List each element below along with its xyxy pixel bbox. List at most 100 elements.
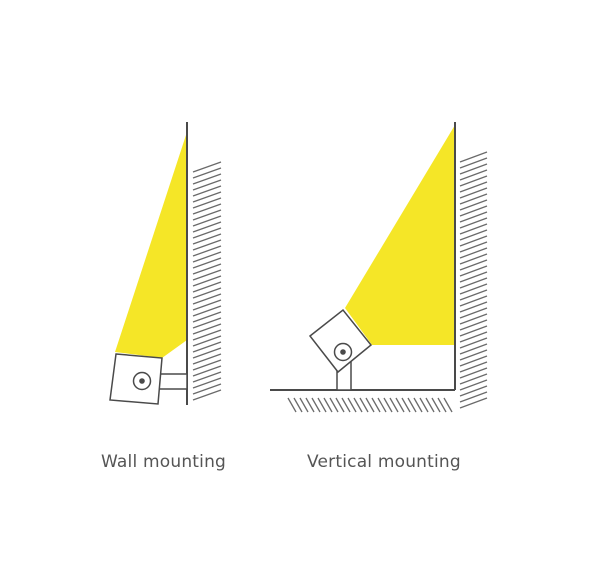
hatch-line xyxy=(192,353,222,365)
hatch-line xyxy=(192,341,222,353)
hatch-line xyxy=(335,397,345,413)
hatch-line xyxy=(459,307,488,319)
vertical-mounting-caption: Vertical mounting xyxy=(307,452,461,472)
hatch-line xyxy=(425,397,435,413)
hatch-line xyxy=(329,397,339,413)
hatch-line xyxy=(459,301,488,313)
hatch-line xyxy=(413,397,423,413)
hatch-line xyxy=(459,283,488,295)
vertical-light-beam xyxy=(345,125,455,345)
hatch-line xyxy=(383,397,393,413)
hatch-line xyxy=(401,397,411,413)
hatch-line xyxy=(459,229,488,241)
hatch-line xyxy=(459,271,488,283)
hatch-line xyxy=(459,205,488,217)
hatch-line xyxy=(192,167,222,179)
wall-mounting-caption: Wall mounting xyxy=(101,452,227,472)
hatch-line xyxy=(192,323,222,335)
hatch-line xyxy=(192,329,222,341)
wall-hatch xyxy=(192,161,222,401)
hatch-line xyxy=(192,263,222,275)
hatch-line xyxy=(459,211,488,223)
hatch-line xyxy=(192,257,222,269)
hatch-line xyxy=(459,169,488,181)
hatch-line xyxy=(459,151,488,163)
hatch-line xyxy=(287,397,297,413)
hatch-line xyxy=(459,265,488,277)
hatch-line xyxy=(192,299,222,311)
hatch-line xyxy=(192,215,222,227)
hatch-line xyxy=(299,397,309,413)
hatch-line xyxy=(192,389,222,401)
hatch-line xyxy=(459,253,488,265)
hatch-line xyxy=(359,397,369,413)
hatch-line xyxy=(305,397,315,413)
hatch-line xyxy=(437,397,447,413)
hatch-line xyxy=(192,191,222,203)
hatch-line xyxy=(371,397,381,413)
hatch-line xyxy=(192,251,222,263)
hatch-line xyxy=(192,233,222,245)
hatch-line xyxy=(192,203,222,215)
hatch-line xyxy=(192,317,222,329)
hatch-line xyxy=(192,173,222,185)
hatch-line xyxy=(192,281,222,293)
hatch-line xyxy=(192,275,222,287)
hatch-line xyxy=(459,241,488,253)
hatch-line xyxy=(459,337,488,349)
hatch-line xyxy=(317,397,327,413)
hatch-line xyxy=(192,371,222,383)
hatch-line xyxy=(365,397,375,413)
hatch-line xyxy=(192,227,222,239)
hatch-line xyxy=(192,185,222,197)
hatch-line xyxy=(192,239,222,251)
hatch-line xyxy=(419,397,429,413)
hatch-line xyxy=(459,217,488,229)
hatch-line xyxy=(192,305,222,317)
hatch-line xyxy=(192,245,222,257)
hatch-line xyxy=(459,259,488,271)
hatch-line xyxy=(459,235,488,247)
hatch-line xyxy=(459,355,488,367)
hatch-line xyxy=(192,221,222,233)
hatch-line xyxy=(459,295,488,307)
hatch-line xyxy=(459,223,488,235)
hatch-line xyxy=(459,163,488,175)
hatch-line xyxy=(459,385,488,397)
hatch-line xyxy=(459,289,488,301)
vertical-wall-hatch xyxy=(459,151,488,409)
floor-hatch xyxy=(287,397,453,413)
hatch-line xyxy=(293,397,303,413)
hatch-line xyxy=(323,397,333,413)
hatch-line xyxy=(459,349,488,361)
hatch-line xyxy=(459,175,488,187)
hatch-line xyxy=(459,361,488,373)
hatch-line xyxy=(353,397,363,413)
hatch-line xyxy=(347,397,357,413)
hatch-line xyxy=(192,311,222,323)
hatch-line xyxy=(192,293,222,305)
hatch-line xyxy=(192,197,222,209)
hatch-line xyxy=(311,397,321,413)
hatch-line xyxy=(192,335,222,347)
hatch-line xyxy=(192,179,222,191)
hatch-line xyxy=(459,277,488,289)
vertical-mounting-diagram xyxy=(270,122,488,413)
hatch-line xyxy=(459,379,488,391)
hatch-line xyxy=(459,391,488,403)
hatch-line xyxy=(192,269,222,281)
hatch-line xyxy=(192,209,222,221)
hatch-line xyxy=(389,397,399,413)
hatch-line xyxy=(459,373,488,385)
hatch-line xyxy=(459,157,488,169)
hatch-line xyxy=(192,287,222,299)
light-fixture-icon xyxy=(109,353,188,405)
hatch-line xyxy=(407,397,417,413)
light-fixture-icon xyxy=(308,308,373,391)
wall-light-beam xyxy=(115,132,187,358)
hatch-line xyxy=(459,343,488,355)
hatch-line xyxy=(459,397,488,409)
hatch-line xyxy=(395,397,405,413)
